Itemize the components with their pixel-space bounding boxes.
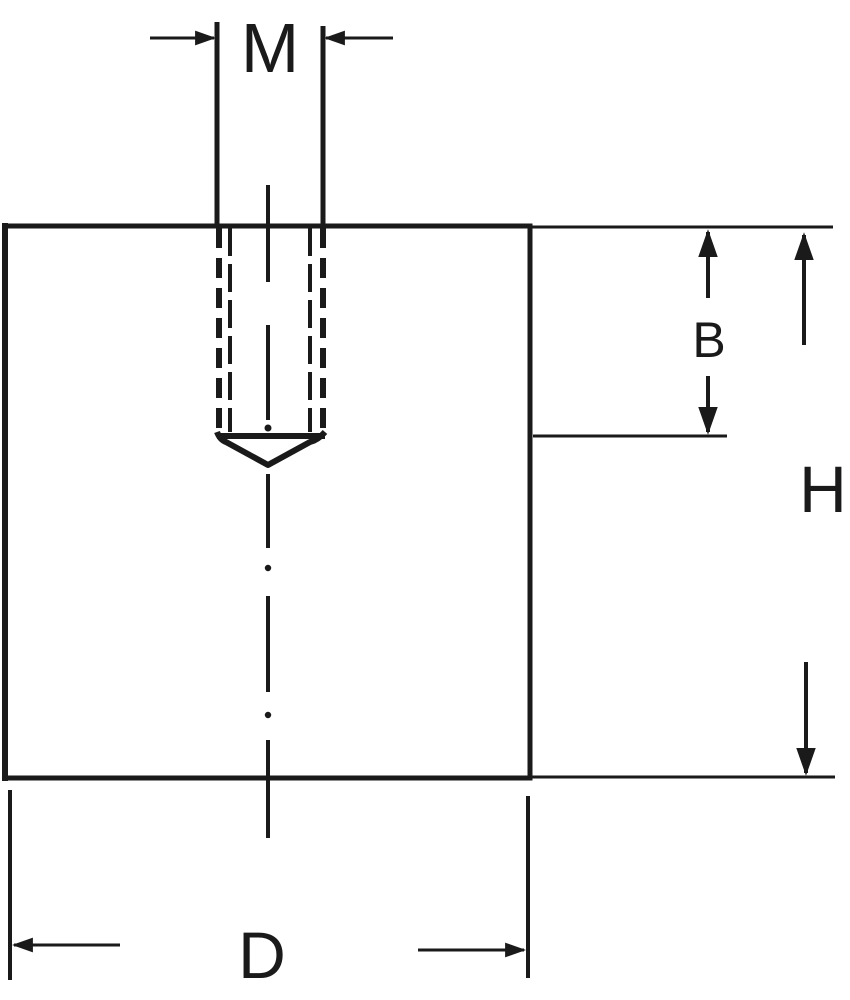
threaded-hole <box>214 228 328 468</box>
dimension-label-b: B <box>692 312 725 368</box>
dimension-h <box>794 232 816 776</box>
extension-lines-right <box>530 225 835 779</box>
dimension-d <box>8 790 530 980</box>
dimension-label-m: M <box>241 9 299 87</box>
dimension-label-h: H <box>799 452 847 526</box>
centerline <box>264 185 272 838</box>
dimension-m <box>150 22 393 226</box>
dimension-label-d: D <box>238 918 286 992</box>
